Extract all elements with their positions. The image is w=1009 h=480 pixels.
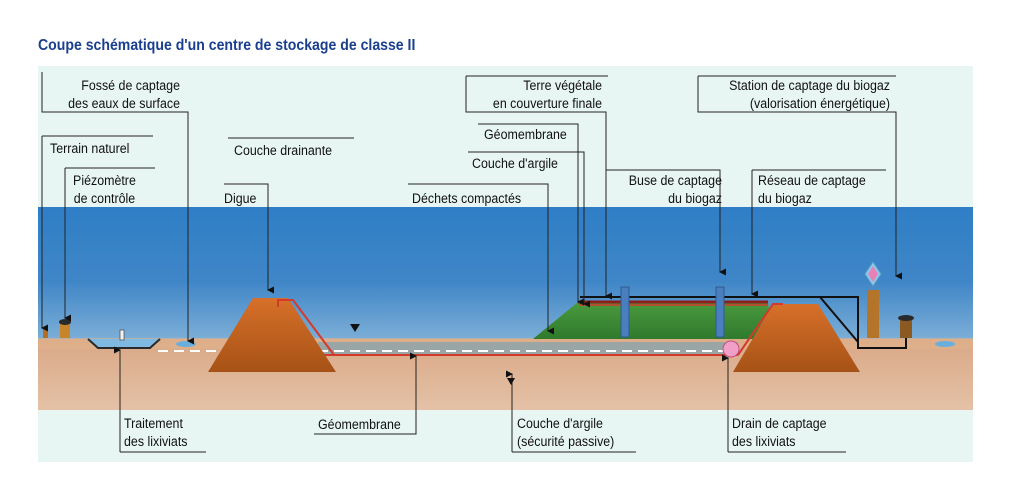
label-station: Station de captage du biogaz (valorisati… [729,78,890,111]
label-dechets: Déchets compactés [412,191,522,206]
leader-geomem-bottom [314,352,417,435]
label-buse: Buse de captage du biogaz [628,173,722,206]
piezometer [60,322,70,338]
water-band [38,207,973,342]
leader-argile-top [468,151,590,308]
leader-fosse [41,72,194,345]
right-ditch-water [935,341,955,347]
station-box [900,318,912,338]
label-argile-top: Couche d'argile [472,156,558,171]
diagram-panel: Fossé de captage des eaux de surface Ter… [38,66,973,462]
label-piezo: Piézomètre de contrôle [73,173,136,206]
label-reseau: Réseau de captage du biogaz [758,173,866,206]
right-dyke [733,304,860,372]
label-couche-drainante: Couche drainante [234,143,333,158]
surface-ditch-water [176,341,196,347]
leachate-treatment-basin [87,338,161,349]
cross-section-drawing [38,72,973,453]
biogas-network-pipe [820,296,907,349]
label-fosse: Fossé de captage des eaux de surface [68,78,180,111]
waste-mound [533,302,773,339]
leachate-drain-pipe [722,340,740,358]
biogas-well-2 [715,286,725,338]
leader-buse [606,169,726,276]
label-geomembrane-top: Géomembrane [484,127,567,142]
label-argile-bottom: Couche d'argile (sécurité passive) [517,416,615,449]
ground-natural-marker [43,328,48,338]
right-dyke-membrane [737,303,783,356]
level-marker-1 [350,324,360,332]
biogas-flame-core [868,266,878,282]
biogas-station-post [867,290,879,338]
station-cap [898,315,914,321]
diagram-title: Coupe schématique d'un centre de stockag… [38,37,416,54]
label-terre: Terre végétale en couverture finale [492,78,602,111]
leader-terre [465,76,612,300]
left-dyke-membrane [277,299,335,356]
leader-lines [41,72,902,453]
label-digue: Digue [224,191,257,206]
treatment-marker [119,329,125,341]
level-marker-2 [507,378,515,385]
label-traitement: Traitement des lixiviats [124,416,188,449]
leader-station [697,76,902,280]
leader-geomem-top [478,123,584,306]
piezometer-cap [59,319,71,325]
left-dyke [208,298,336,372]
label-drain: Drain de captage des lixiviats [732,416,827,449]
biogas-well-1 [620,286,630,338]
basin-liner [318,342,738,355]
label-terrain: Terrain naturel [50,141,130,156]
leader-digue [224,183,274,294]
label-geomembrane-bottom: Géomembrane [318,417,401,432]
leader-dechets [408,183,554,335]
